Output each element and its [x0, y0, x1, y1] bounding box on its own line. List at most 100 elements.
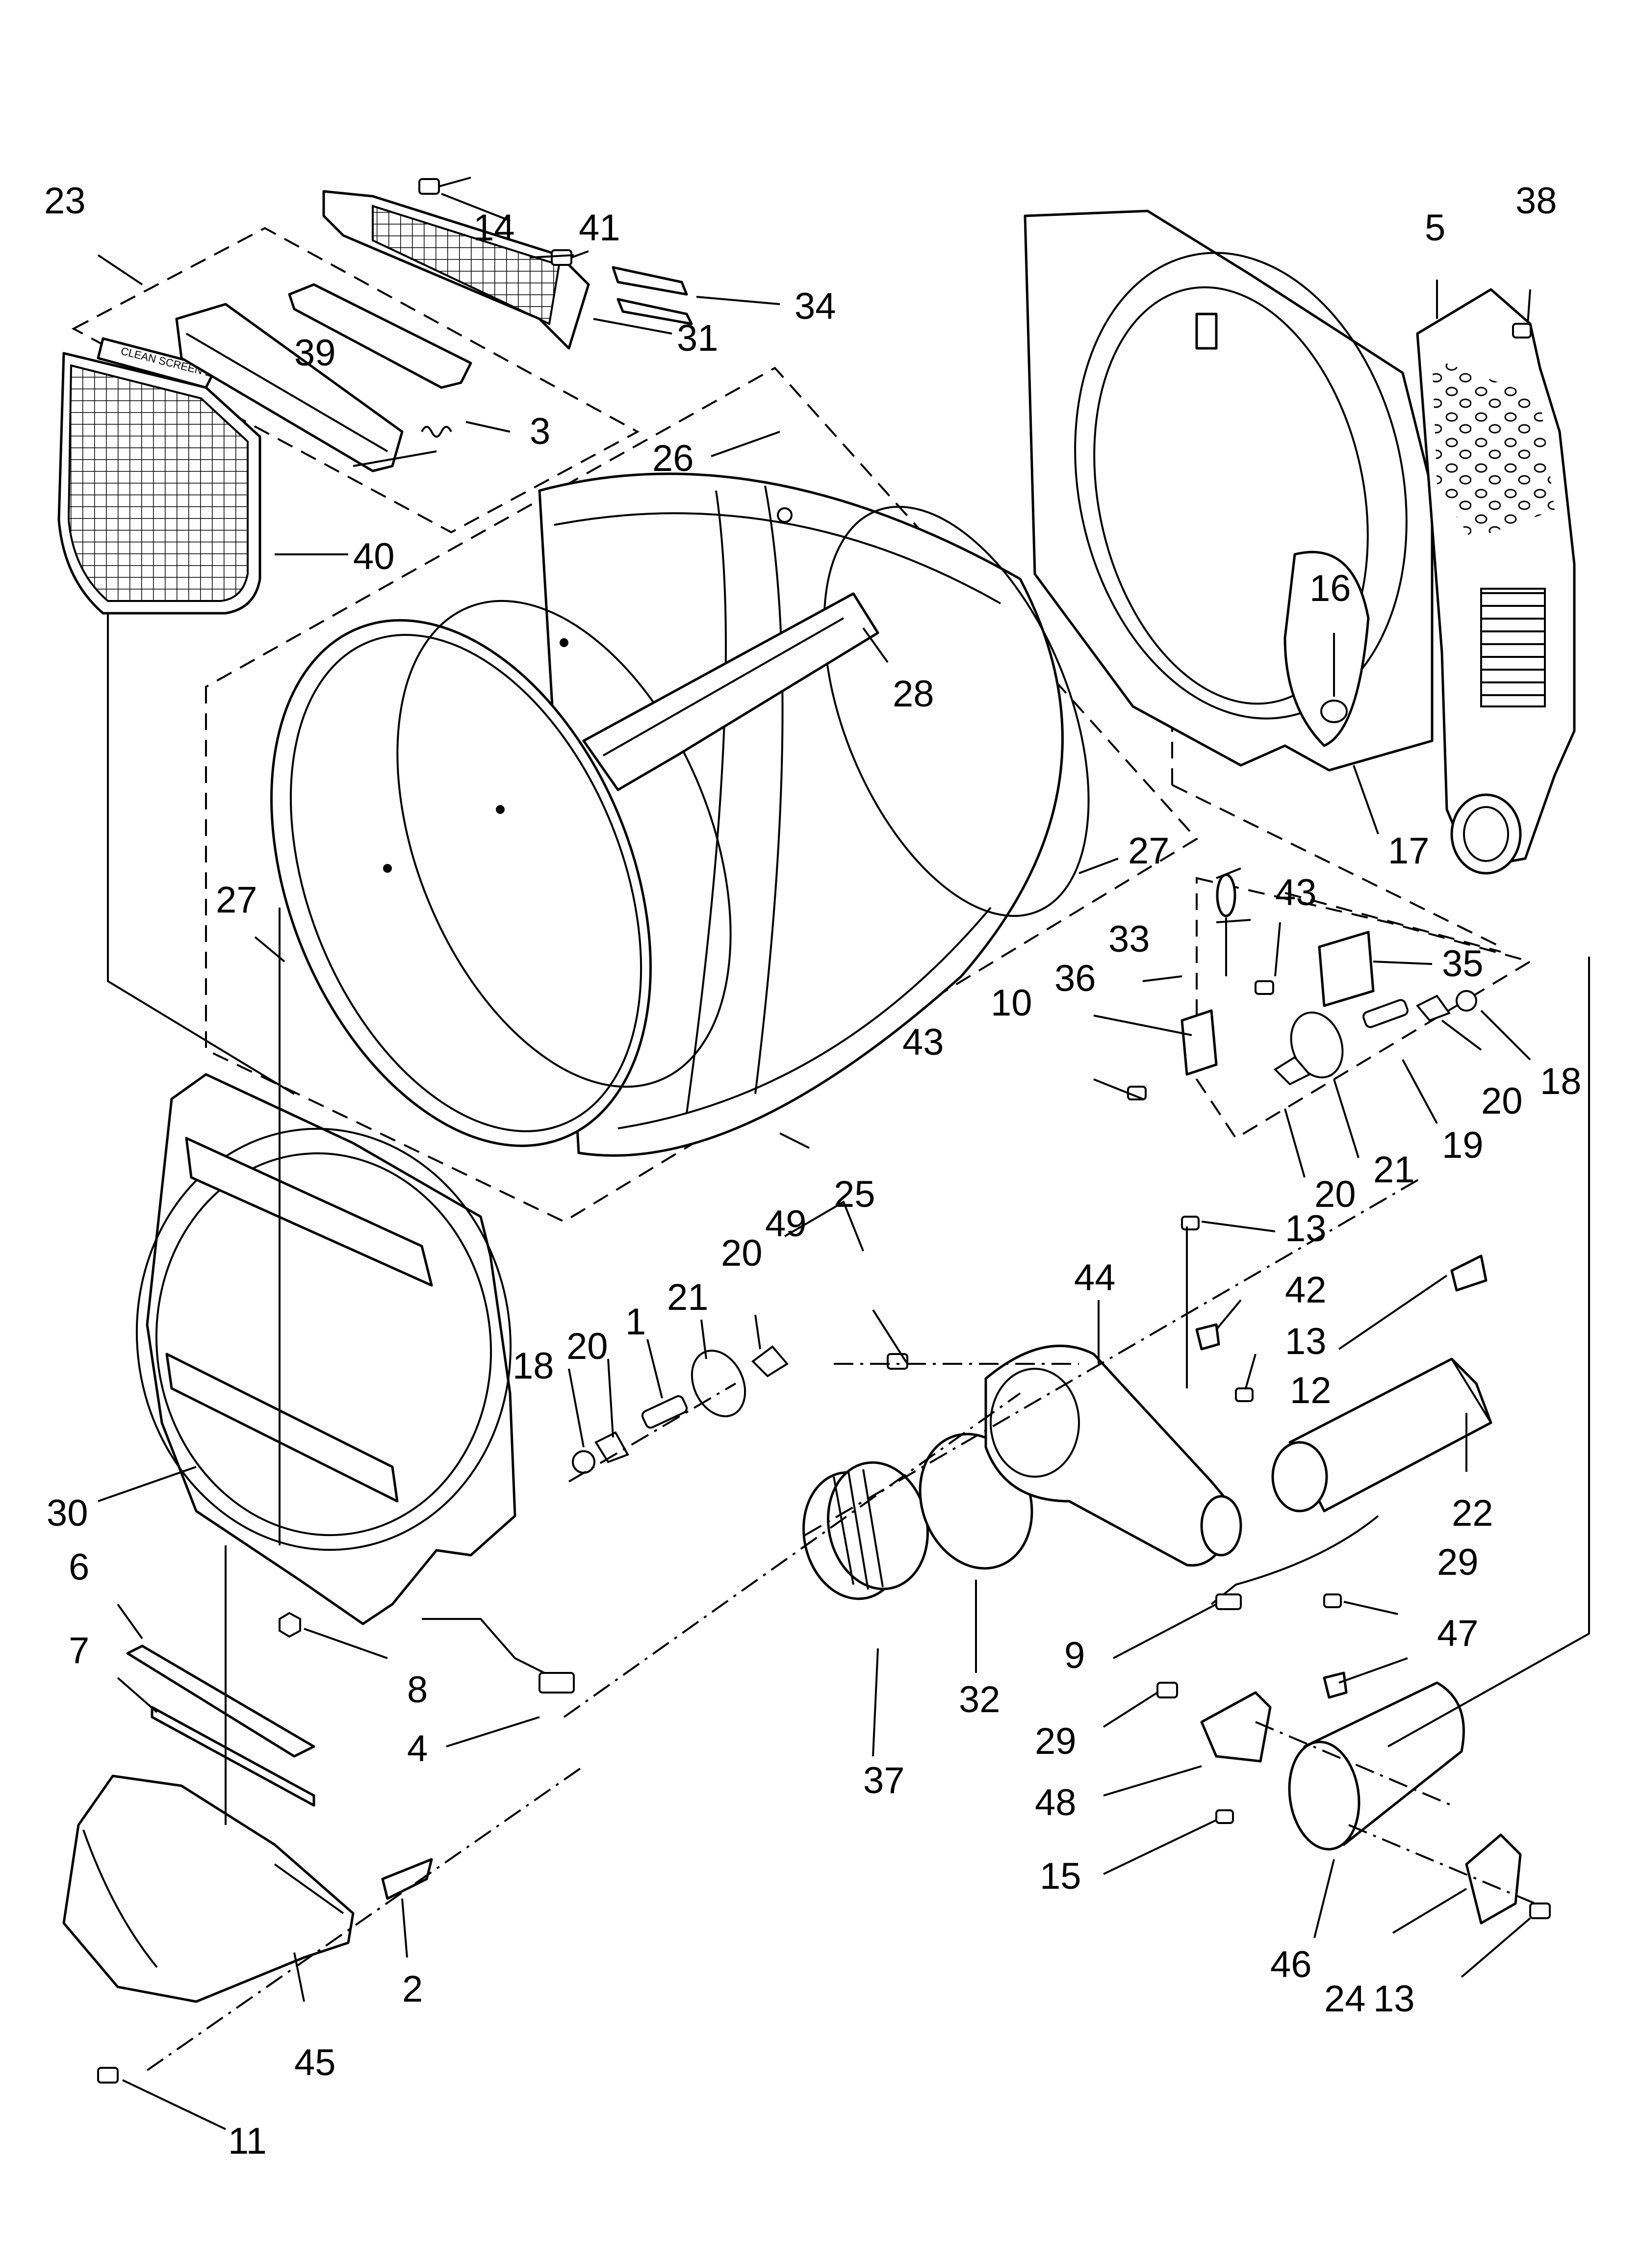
callout-20-front: 20	[721, 1232, 763, 1274]
assembly-line-left	[107, 613, 295, 1825]
drum-baffle	[582, 592, 879, 791]
callout-33: 33	[1108, 918, 1150, 960]
callout-25: 25	[834, 1173, 875, 1215]
front-roller-assembly	[572, 1345, 789, 1474]
callout-13-bottom: 13	[1373, 1978, 1415, 2020]
callout-7: 7	[69, 1630, 89, 1671]
callout-46: 46	[1270, 1944, 1312, 1985]
callout-49: 49	[765, 1203, 807, 1245]
callout-48: 48	[1035, 1782, 1077, 1824]
drum-hole-3	[383, 864, 392, 873]
drum-hole-1	[560, 638, 568, 647]
clip-2	[381, 1858, 433, 1900]
callout-12: 12	[1290, 1370, 1332, 1411]
callout-30: 30	[47, 1492, 88, 1534]
callout-21-right: 21	[1373, 1149, 1415, 1191]
retainer-20-right	[751, 1345, 789, 1378]
roller-shaft-1	[641, 1395, 688, 1429]
callout-8: 8	[407, 1669, 428, 1711]
callout-22: 22	[1452, 1492, 1493, 1534]
callout-13-mid: 13	[1285, 1321, 1327, 1362]
callout-labels: 23 14 41 34 31 39 3 40 26 28 27 27 25 5 …	[44, 180, 1582, 2162]
screw-49	[887, 1353, 908, 1370]
callout-41: 41	[579, 207, 620, 249]
callout-43-bottom: 43	[902, 1021, 944, 1063]
callout-9: 9	[1064, 1635, 1085, 1676]
callout-19: 19	[1442, 1124, 1484, 1166]
callout-31: 31	[677, 317, 718, 359]
nut-8	[279, 1612, 301, 1638]
callout-23: 23	[44, 180, 86, 222]
screw-11	[97, 2067, 119, 2084]
blower-wheel	[802, 1461, 929, 1600]
callout-47: 47	[1437, 1613, 1479, 1654]
lint-filter-grille	[322, 190, 590, 350]
callout-14: 14	[473, 207, 515, 249]
callout-27-left: 27	[216, 879, 257, 921]
callout-26: 26	[652, 438, 694, 479]
screw-15	[1215, 1809, 1234, 1824]
screw-41	[551, 249, 572, 266]
leader-lines	[97, 193, 1531, 2130]
retainer-20	[594, 1431, 629, 1463]
screw-13-top	[1181, 1216, 1200, 1230]
callout-29-left: 29	[1035, 1721, 1077, 1762]
callout-20-right: 20	[1481, 1080, 1523, 1122]
callout-5: 5	[1425, 207, 1445, 249]
clip-12	[1450, 1254, 1488, 1292]
callout-11: 11	[228, 2120, 267, 2162]
callout-36: 36	[1054, 958, 1096, 999]
callout-39: 39	[294, 332, 336, 374]
alignment-line-motor	[803, 1176, 1536, 1904]
motor-bracket-48	[1200, 1691, 1272, 1763]
lint-filter-cover	[175, 303, 404, 472]
callout-1: 1	[625, 1301, 646, 1343]
heater-tube	[1271, 1357, 1492, 1512]
callout-18-left: 18	[513, 1345, 554, 1387]
callout-44: 44	[1074, 1257, 1116, 1299]
wire-harness-4	[422, 1618, 575, 1694]
lint-filter-bracket	[288, 283, 472, 389]
alignment-line-front	[146, 1363, 1079, 2071]
callout-32: 32	[959, 1679, 1001, 1721]
wire-9	[1210, 1515, 1379, 1605]
callout-6: 6	[69, 1546, 89, 1588]
callout-35: 35	[1442, 943, 1484, 985]
drum-screw	[777, 507, 793, 523]
callout-13-top: 13	[1285, 1208, 1327, 1250]
screw-14	[418, 178, 440, 195]
lint-filter-group-outline	[71, 227, 640, 534]
callout-42: 42	[1285, 1269, 1327, 1311]
callout-17: 17	[1388, 830, 1430, 872]
assembly-line-right	[1186, 957, 1590, 1747]
drum-roller-21	[691, 1350, 746, 1417]
clip-42	[1195, 1323, 1220, 1351]
callout-20-mid: 20	[1314, 1173, 1356, 1215]
callout-4: 4	[407, 1728, 428, 1770]
callout-43-top: 43	[1275, 872, 1317, 913]
blower-housing	[984, 1344, 1242, 1567]
callout-16: 16	[1309, 568, 1351, 609]
air-duct	[62, 1774, 355, 2003]
callout-40: 40	[353, 536, 395, 577]
front-bulkhead	[135, 1073, 516, 1625]
drum-group-outline	[205, 366, 1199, 1223]
thermal-fuse-group-outline	[1196, 877, 1533, 1140]
screw-13-bottom	[1529, 1903, 1551, 1919]
seal-strips	[612, 266, 693, 325]
callout-21-left: 21	[667, 1277, 709, 1318]
rear-bulkhead	[1024, 209, 1434, 772]
spring	[421, 426, 452, 438]
drum-roller-nut	[1320, 700, 1348, 723]
callout-10: 10	[991, 982, 1032, 1024]
drum	[270, 472, 1090, 1157]
callout-38: 38	[1515, 180, 1557, 222]
callout-29-right: 29	[1437, 1541, 1479, 1583]
callout-15: 15	[1040, 1855, 1081, 1897]
callout-24: 24	[1324, 1978, 1366, 2020]
clip-47	[1323, 1671, 1348, 1699]
callout-2: 2	[402, 1968, 423, 2010]
callout-28: 28	[893, 673, 934, 715]
rear-panel	[1416, 288, 1576, 875]
screw-38	[1512, 323, 1532, 339]
